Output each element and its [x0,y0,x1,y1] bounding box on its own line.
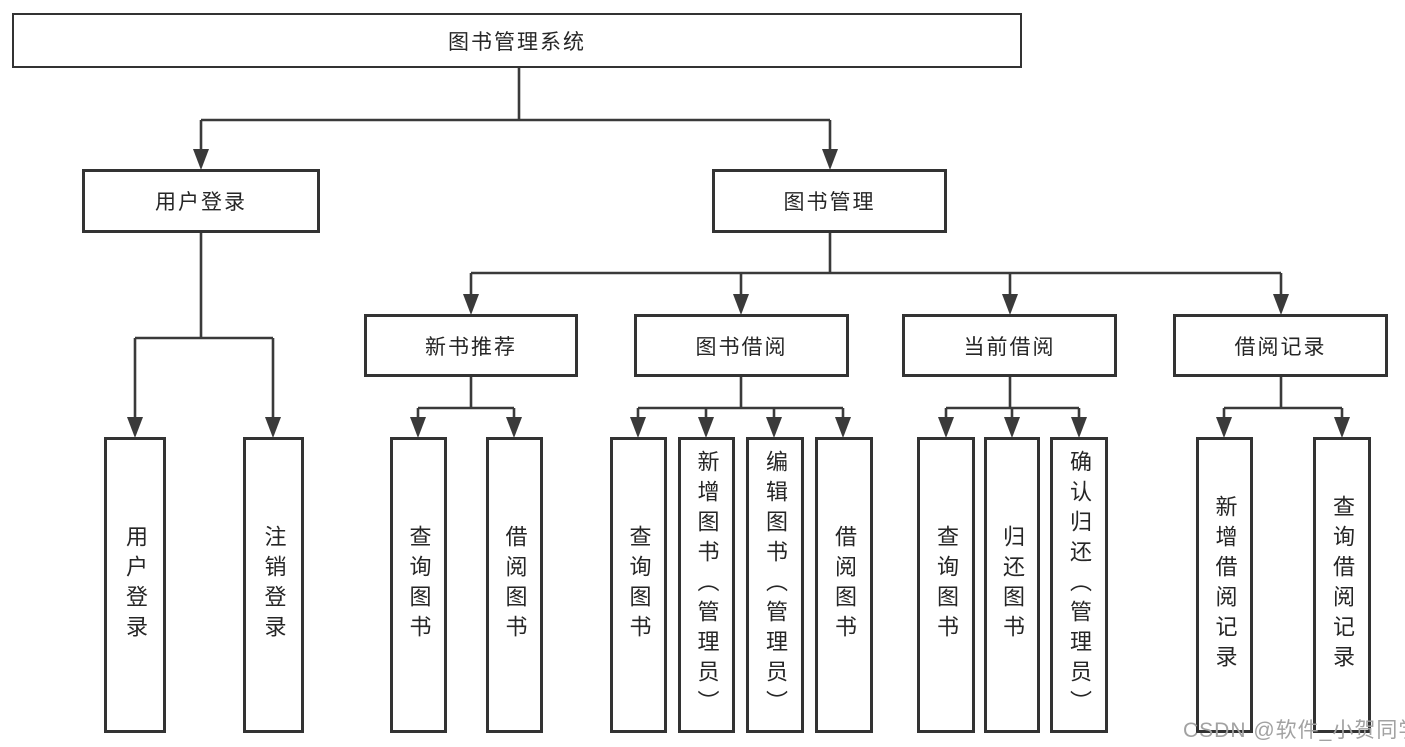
leaf-logout: 注销登录 [243,437,304,733]
arrowheads [127,149,1350,438]
leaf-borrow-add-admin: 新增图书（管理员） [678,437,735,733]
leaf-current-confirm-return-admin: 确认归还（管理员） [1050,437,1108,733]
leaf-current-return: 归还图书 [984,437,1040,733]
node-book-borrow: 图书借阅 [634,314,849,377]
node-book-management: 图书管理 [712,169,947,233]
leaf-borrow-borrow: 借阅图书 [815,437,873,733]
leaf-borrow-query: 查询图书 [610,437,667,733]
csdn-watermark: CSDN @软件_小贺同学 [1183,719,1405,742]
leaf-newbooks-borrow: 借阅图书 [486,437,543,733]
leaf-records-add: 新增借阅记录 [1196,437,1253,733]
leaf-current-query: 查询图书 [917,437,975,733]
leaf-borrow-edit-admin: 编辑图书（管理员） [746,437,804,733]
leaf-newbooks-query: 查询图书 [390,437,447,733]
node-new-book-recommend: 新书推荐 [364,314,578,377]
node-borrow-records: 借阅记录 [1173,314,1388,377]
leaf-records-query: 查询借阅记录 [1313,437,1371,733]
node-root-system: 图书管理系统 [12,13,1022,68]
leaf-user-login: 用户登录 [104,437,166,733]
node-user-login: 用户登录 [82,169,320,233]
node-current-borrow: 当前借阅 [902,314,1117,377]
